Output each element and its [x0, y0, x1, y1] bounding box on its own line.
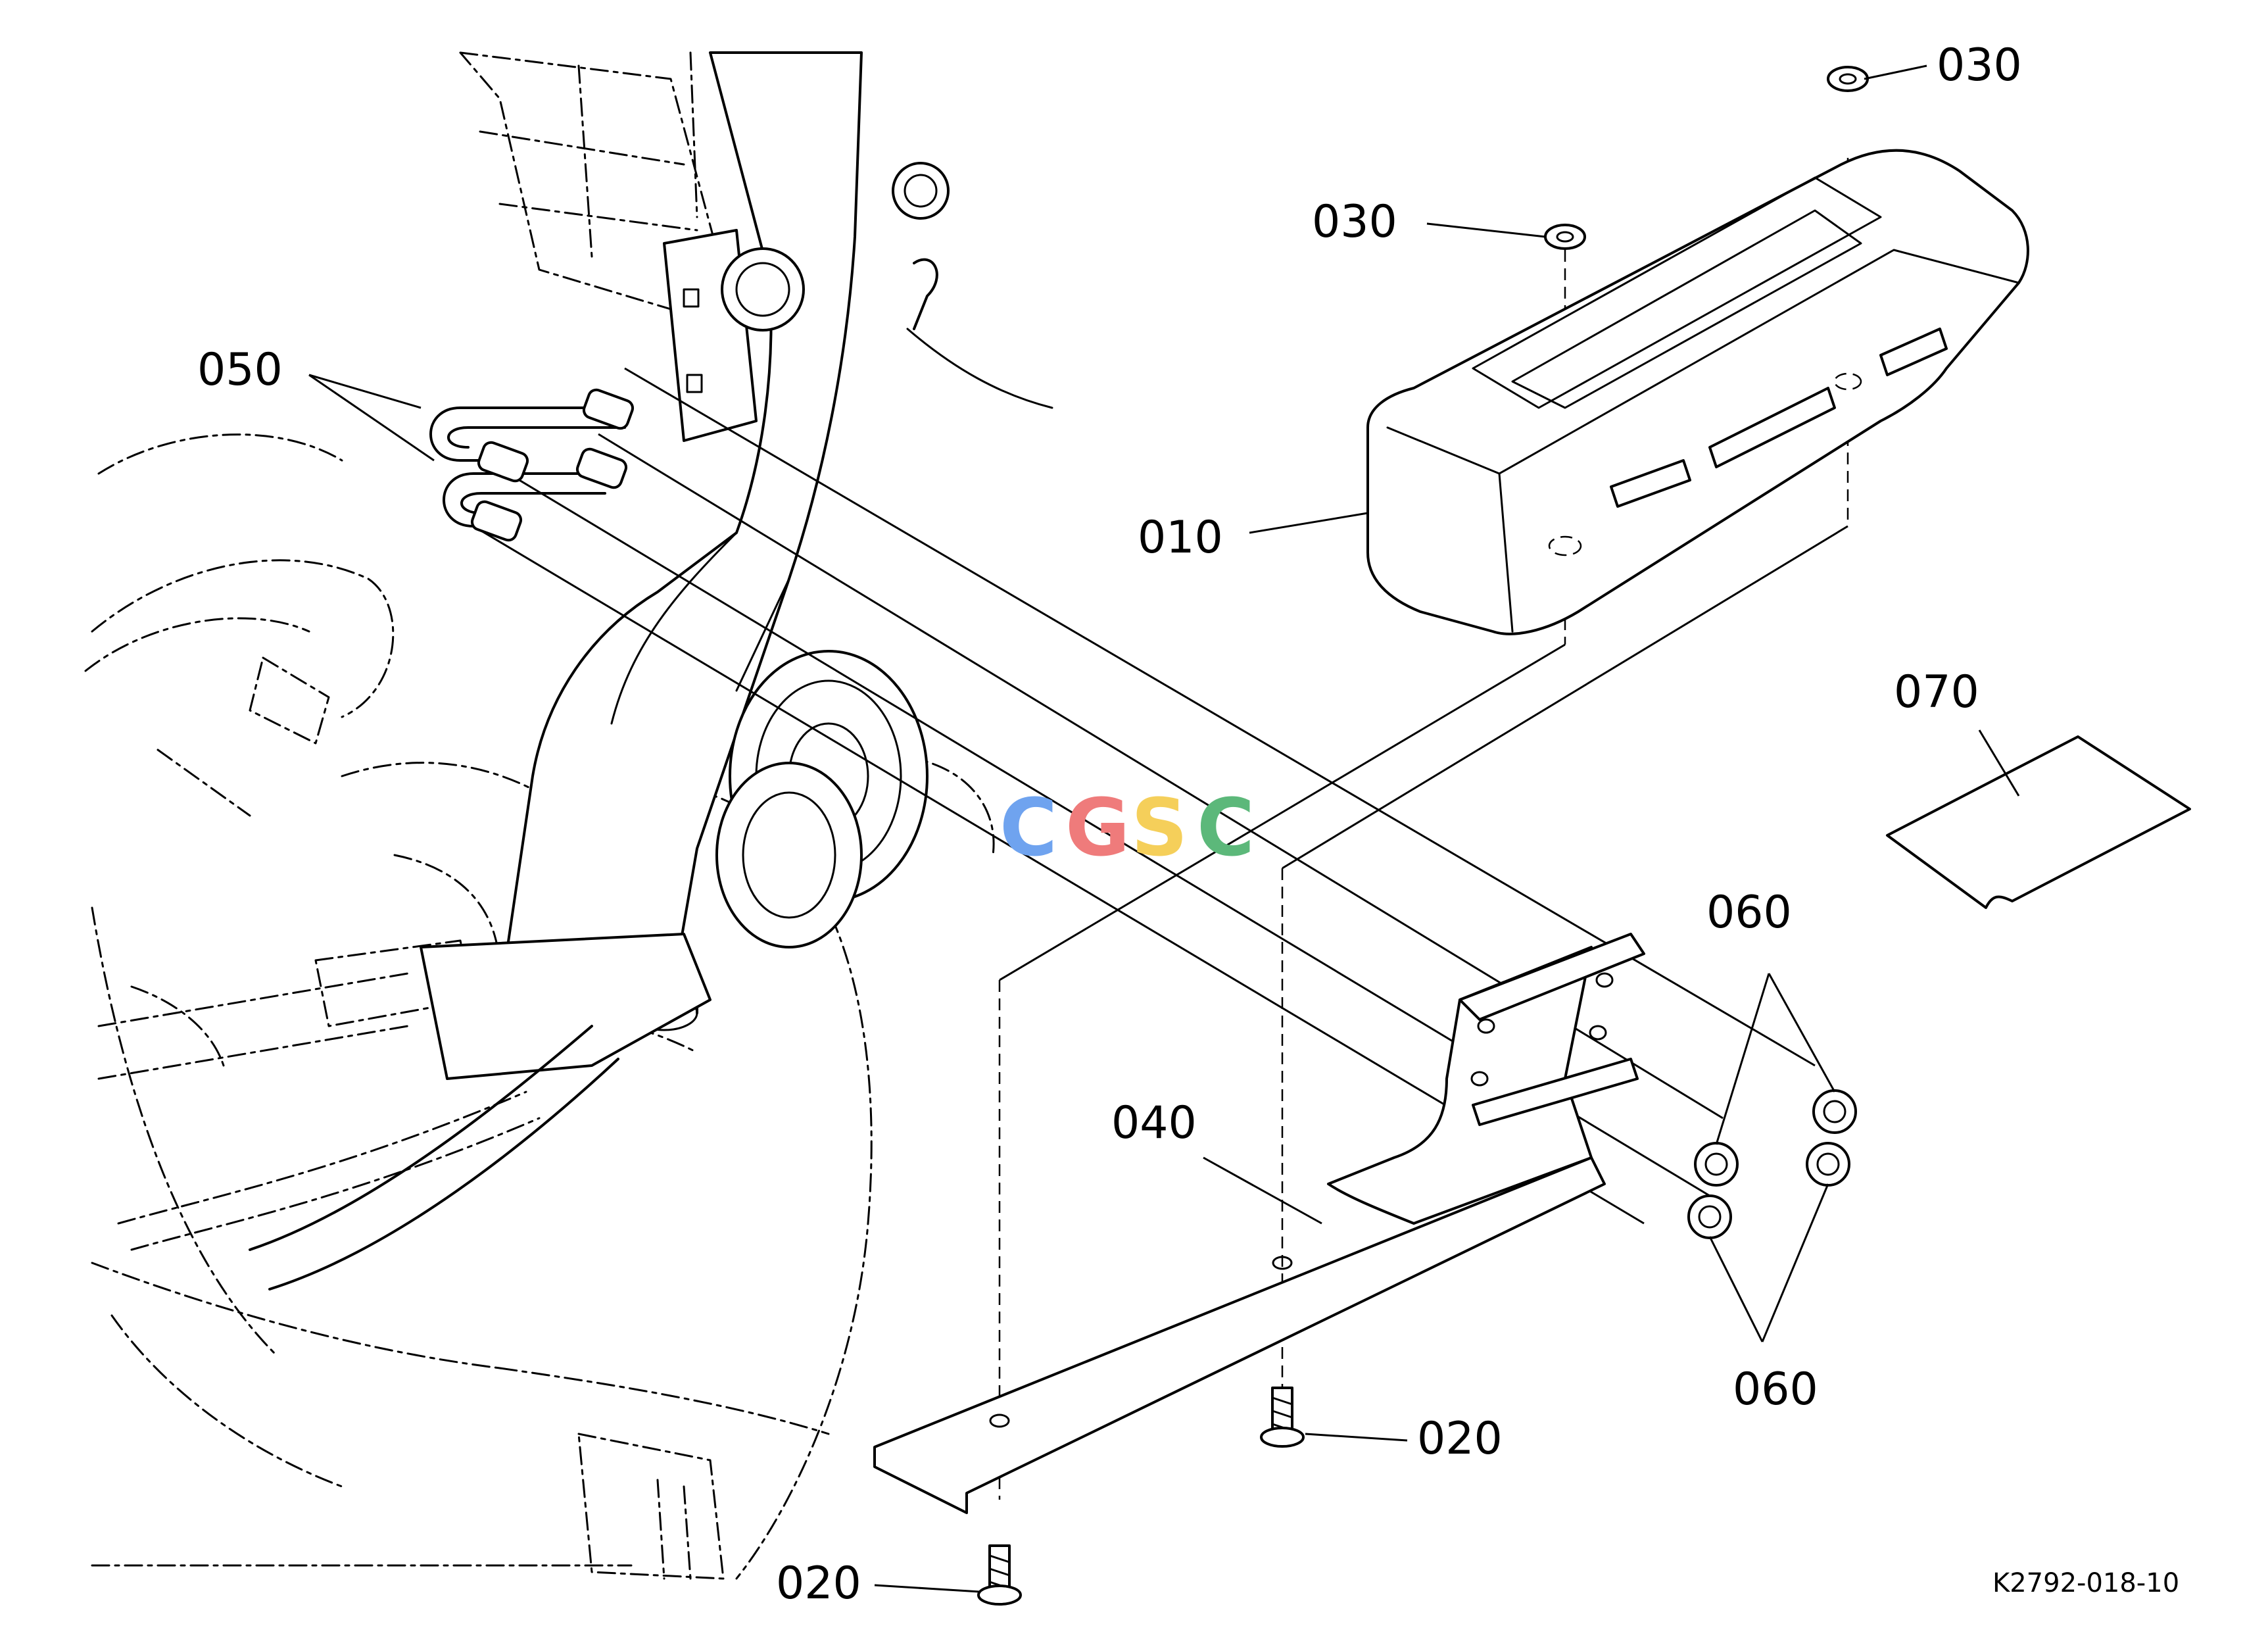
callout-020-right: 020 — [1417, 1413, 1503, 1465]
callout-050: 050 — [197, 344, 283, 396]
rops-post — [249, 51, 1053, 1291]
leader-lines — [308, 64, 2020, 1593]
callout-060-top: 060 — [1706, 887, 1792, 939]
callout-040: 040 — [1111, 1097, 1197, 1149]
callout-070: 070 — [1894, 666, 1979, 718]
callout-060-bottom: 060 — [1733, 1364, 1818, 1415]
cgsc-watermark: C G S C — [1000, 783, 1255, 874]
callout-030-top: 030 — [1937, 39, 2022, 91]
decal-070 — [1886, 735, 2191, 909]
washer-030 — [1544, 66, 1869, 250]
watermark-letter-1: C — [1000, 783, 1057, 874]
figure-reference-code: K2792-018-10 — [1992, 1568, 2179, 1598]
watermark-letter-4: C — [1197, 783, 1255, 874]
watermark-letter-2: G — [1065, 783, 1130, 874]
weight-010 — [1366, 149, 2029, 635]
u-bolt-050 — [429, 388, 635, 542]
tractor-frame-background — [84, 51, 995, 1580]
callout-labels: 030 030 010 050 070 060 040 060 020 020 … — [197, 39, 2179, 1610]
bolt-020 — [977, 1387, 1305, 1606]
callout-020-left: 020 — [776, 1558, 861, 1610]
bracket-040 — [873, 933, 1645, 1514]
watermark-letter-3: S — [1131, 783, 1188, 874]
callout-010: 010 — [1138, 512, 1223, 564]
callout-030-left: 030 — [1312, 196, 1397, 248]
